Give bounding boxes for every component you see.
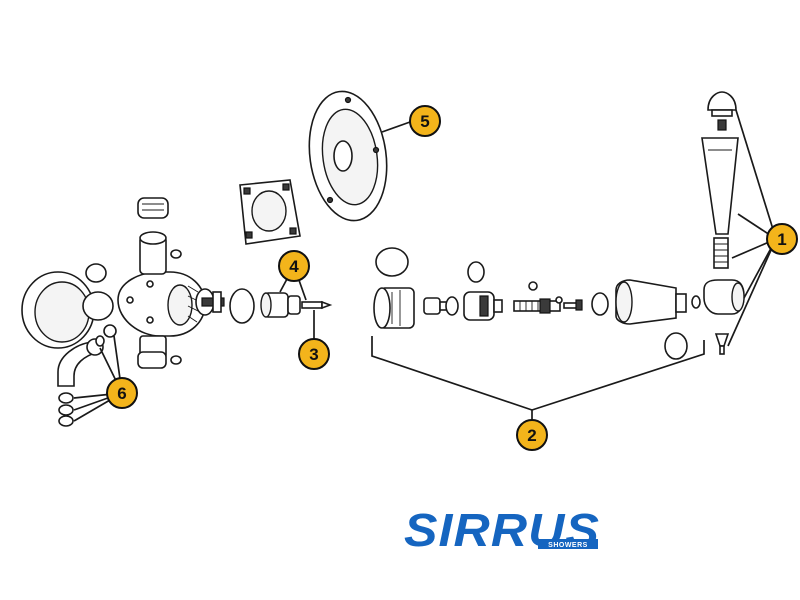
cartridge-assembly (373, 247, 701, 360)
o-ring-large (229, 288, 255, 324)
small-seal (445, 296, 459, 316)
bottom-nut (137, 351, 167, 369)
sleeve-housing (373, 287, 415, 329)
thermostat-element (423, 297, 449, 315)
callout-5: 5 (409, 105, 441, 137)
svg-text:5: 5 (420, 112, 429, 131)
olive-ring (170, 249, 182, 259)
valve-body (117, 231, 206, 359)
svg-text:3: 3 (309, 345, 318, 364)
small-washer (170, 355, 182, 365)
callout-2: 2 (516, 419, 548, 451)
stop-screw (714, 333, 730, 355)
olive-small (95, 335, 105, 347)
wall-flange-plate (308, 90, 388, 222)
ball (555, 296, 563, 304)
top-nut (137, 197, 169, 219)
mounting-bracket (239, 179, 301, 245)
washer-2 (58, 404, 74, 416)
spring-shaft (513, 298, 561, 314)
svg-text:1: 1 (777, 230, 786, 249)
svg-text:6: 6 (117, 384, 126, 403)
svg-text:2: 2 (527, 426, 536, 445)
o-ring-bottom (664, 332, 688, 360)
o-ring-top (375, 247, 409, 277)
lever-handle (701, 137, 739, 235)
compression-ring (103, 324, 117, 338)
leader-lines (73, 109, 777, 422)
piston-body (463, 291, 503, 321)
shroud (703, 279, 745, 315)
o-ring-mid (467, 261, 485, 283)
spindle (201, 291, 225, 313)
end-cap (82, 291, 114, 321)
end-seal (691, 295, 701, 309)
screw (717, 119, 727, 131)
valve-body-assembly (21, 197, 255, 427)
knob-cap (707, 91, 737, 117)
handle-assembly (701, 91, 745, 355)
brand-tagline-bar (538, 539, 598, 549)
callout-3: 3 (298, 338, 330, 370)
callout-4: 4 (278, 250, 310, 282)
callout-1: 1 (766, 223, 798, 255)
valve-pin (301, 300, 333, 310)
needle (563, 299, 583, 311)
handle-spline (713, 237, 729, 269)
callout-6: 6 (106, 377, 138, 409)
clip (528, 281, 538, 291)
washer-1 (58, 392, 74, 404)
sirrus-showers-logo: SIRRUS SHOWERS (404, 504, 599, 556)
o-ring-small (591, 292, 609, 316)
brand-tagline: SHOWERS (548, 542, 588, 549)
washer-3 (58, 415, 74, 427)
svg-text:4: 4 (289, 257, 299, 276)
cartridge-insert (260, 292, 301, 318)
cartridge-barrel (615, 279, 687, 325)
o-ring-left (85, 263, 107, 283)
